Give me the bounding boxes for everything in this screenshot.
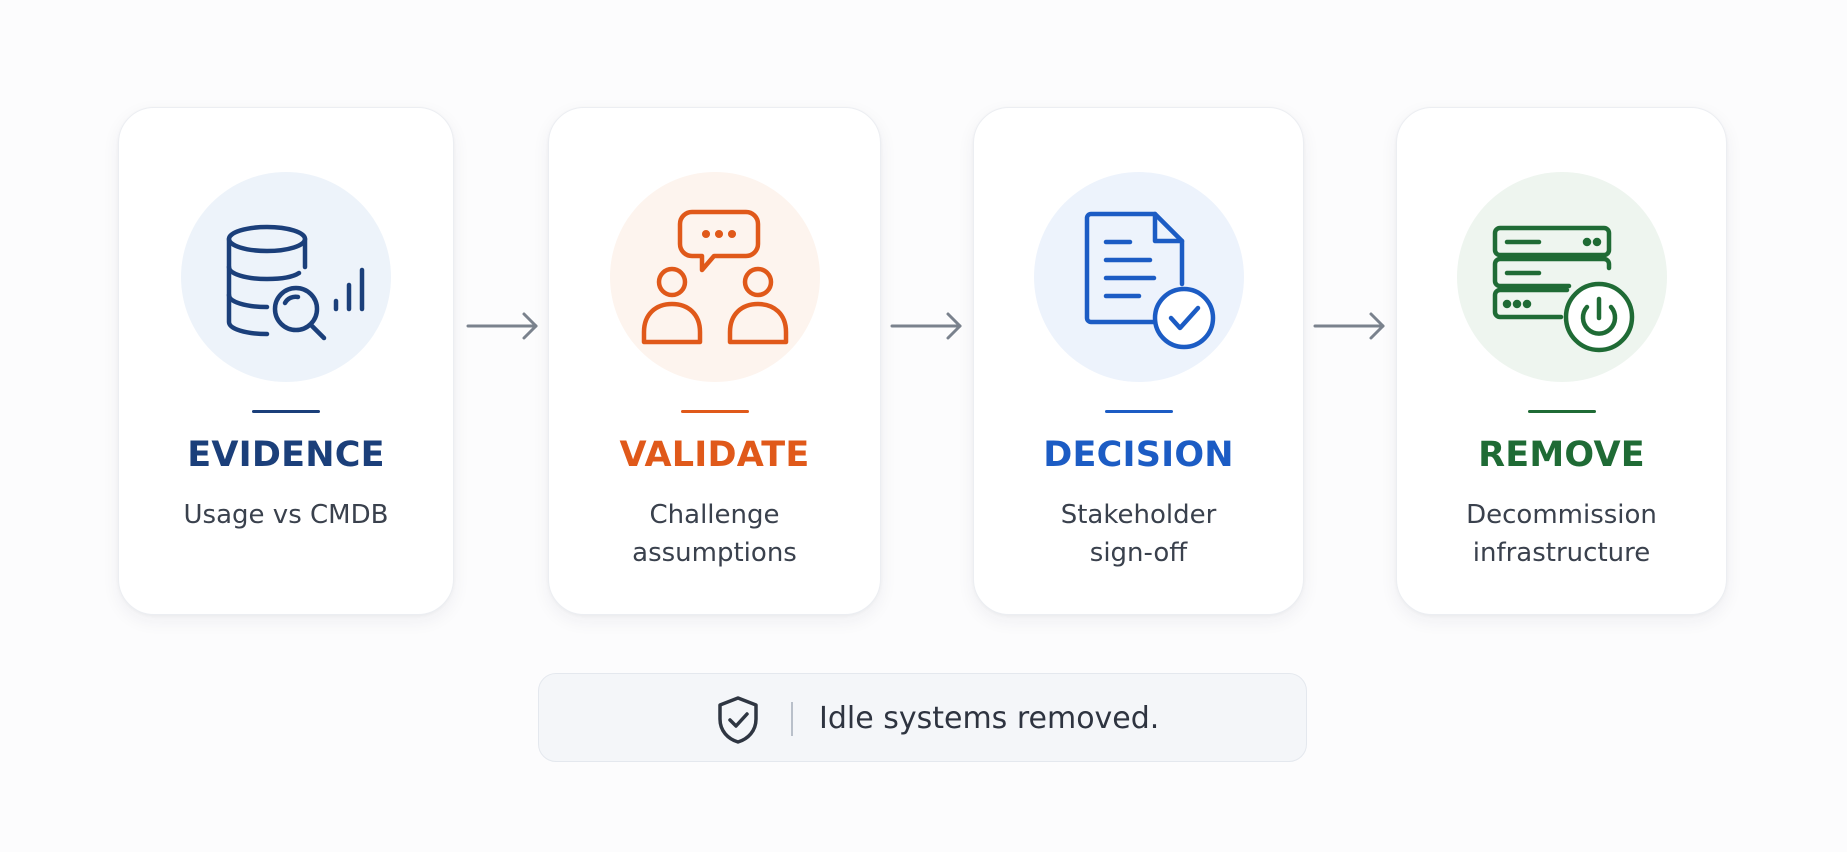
step-title-remove: REMOVE: [1478, 435, 1645, 475]
step-title-evidence: EVIDENCE: [187, 435, 385, 475]
icon-circle-decision: [1033, 172, 1244, 382]
divider-validate: [680, 410, 749, 413]
arrow-right-icon: [466, 312, 538, 340]
step-card-remove: REMOVE Decommission infrastructure: [1396, 107, 1727, 615]
document-approval-icon: [1084, 211, 1215, 350]
step-title-validate: VALIDATE: [619, 435, 810, 475]
arrow-right-icon: [1313, 312, 1385, 340]
shield-check-icon: [718, 696, 758, 744]
people-discussion-icon: [641, 209, 788, 345]
step-card-decision: DECISION Stakeholder sign-off: [973, 107, 1304, 615]
divider-evidence: [252, 410, 320, 413]
step-description-evidence: Usage vs CMDB: [183, 500, 389, 530]
divider-remove: [1527, 410, 1596, 413]
icon-circle-validate: [609, 172, 820, 382]
step-card-validate: VALIDATE Challenge assumptions: [548, 107, 881, 615]
server-power-icon: [1492, 225, 1634, 353]
icon-circle-remove: [1456, 172, 1667, 382]
divider-decision: [1104, 410, 1173, 413]
banner-text: Idle systems removed.: [819, 701, 1160, 736]
step-title-decision: DECISION: [1043, 435, 1234, 475]
step-description-decision: Stakeholder sign-off: [1060, 500, 1217, 568]
step-description-validate: Challenge assumptions: [632, 500, 797, 568]
icon-circle-evidence: [181, 172, 391, 382]
database-search-icon: [226, 224, 365, 341]
banner-separator: [791, 702, 793, 736]
step-card-evidence: EVIDENCE Usage vs CMDB: [118, 107, 454, 615]
outcome-banner: Idle systems removed.: [538, 673, 1307, 762]
arrow-right-icon: [890, 312, 962, 340]
step-description-remove: Decommission infrastructure: [1466, 500, 1657, 568]
